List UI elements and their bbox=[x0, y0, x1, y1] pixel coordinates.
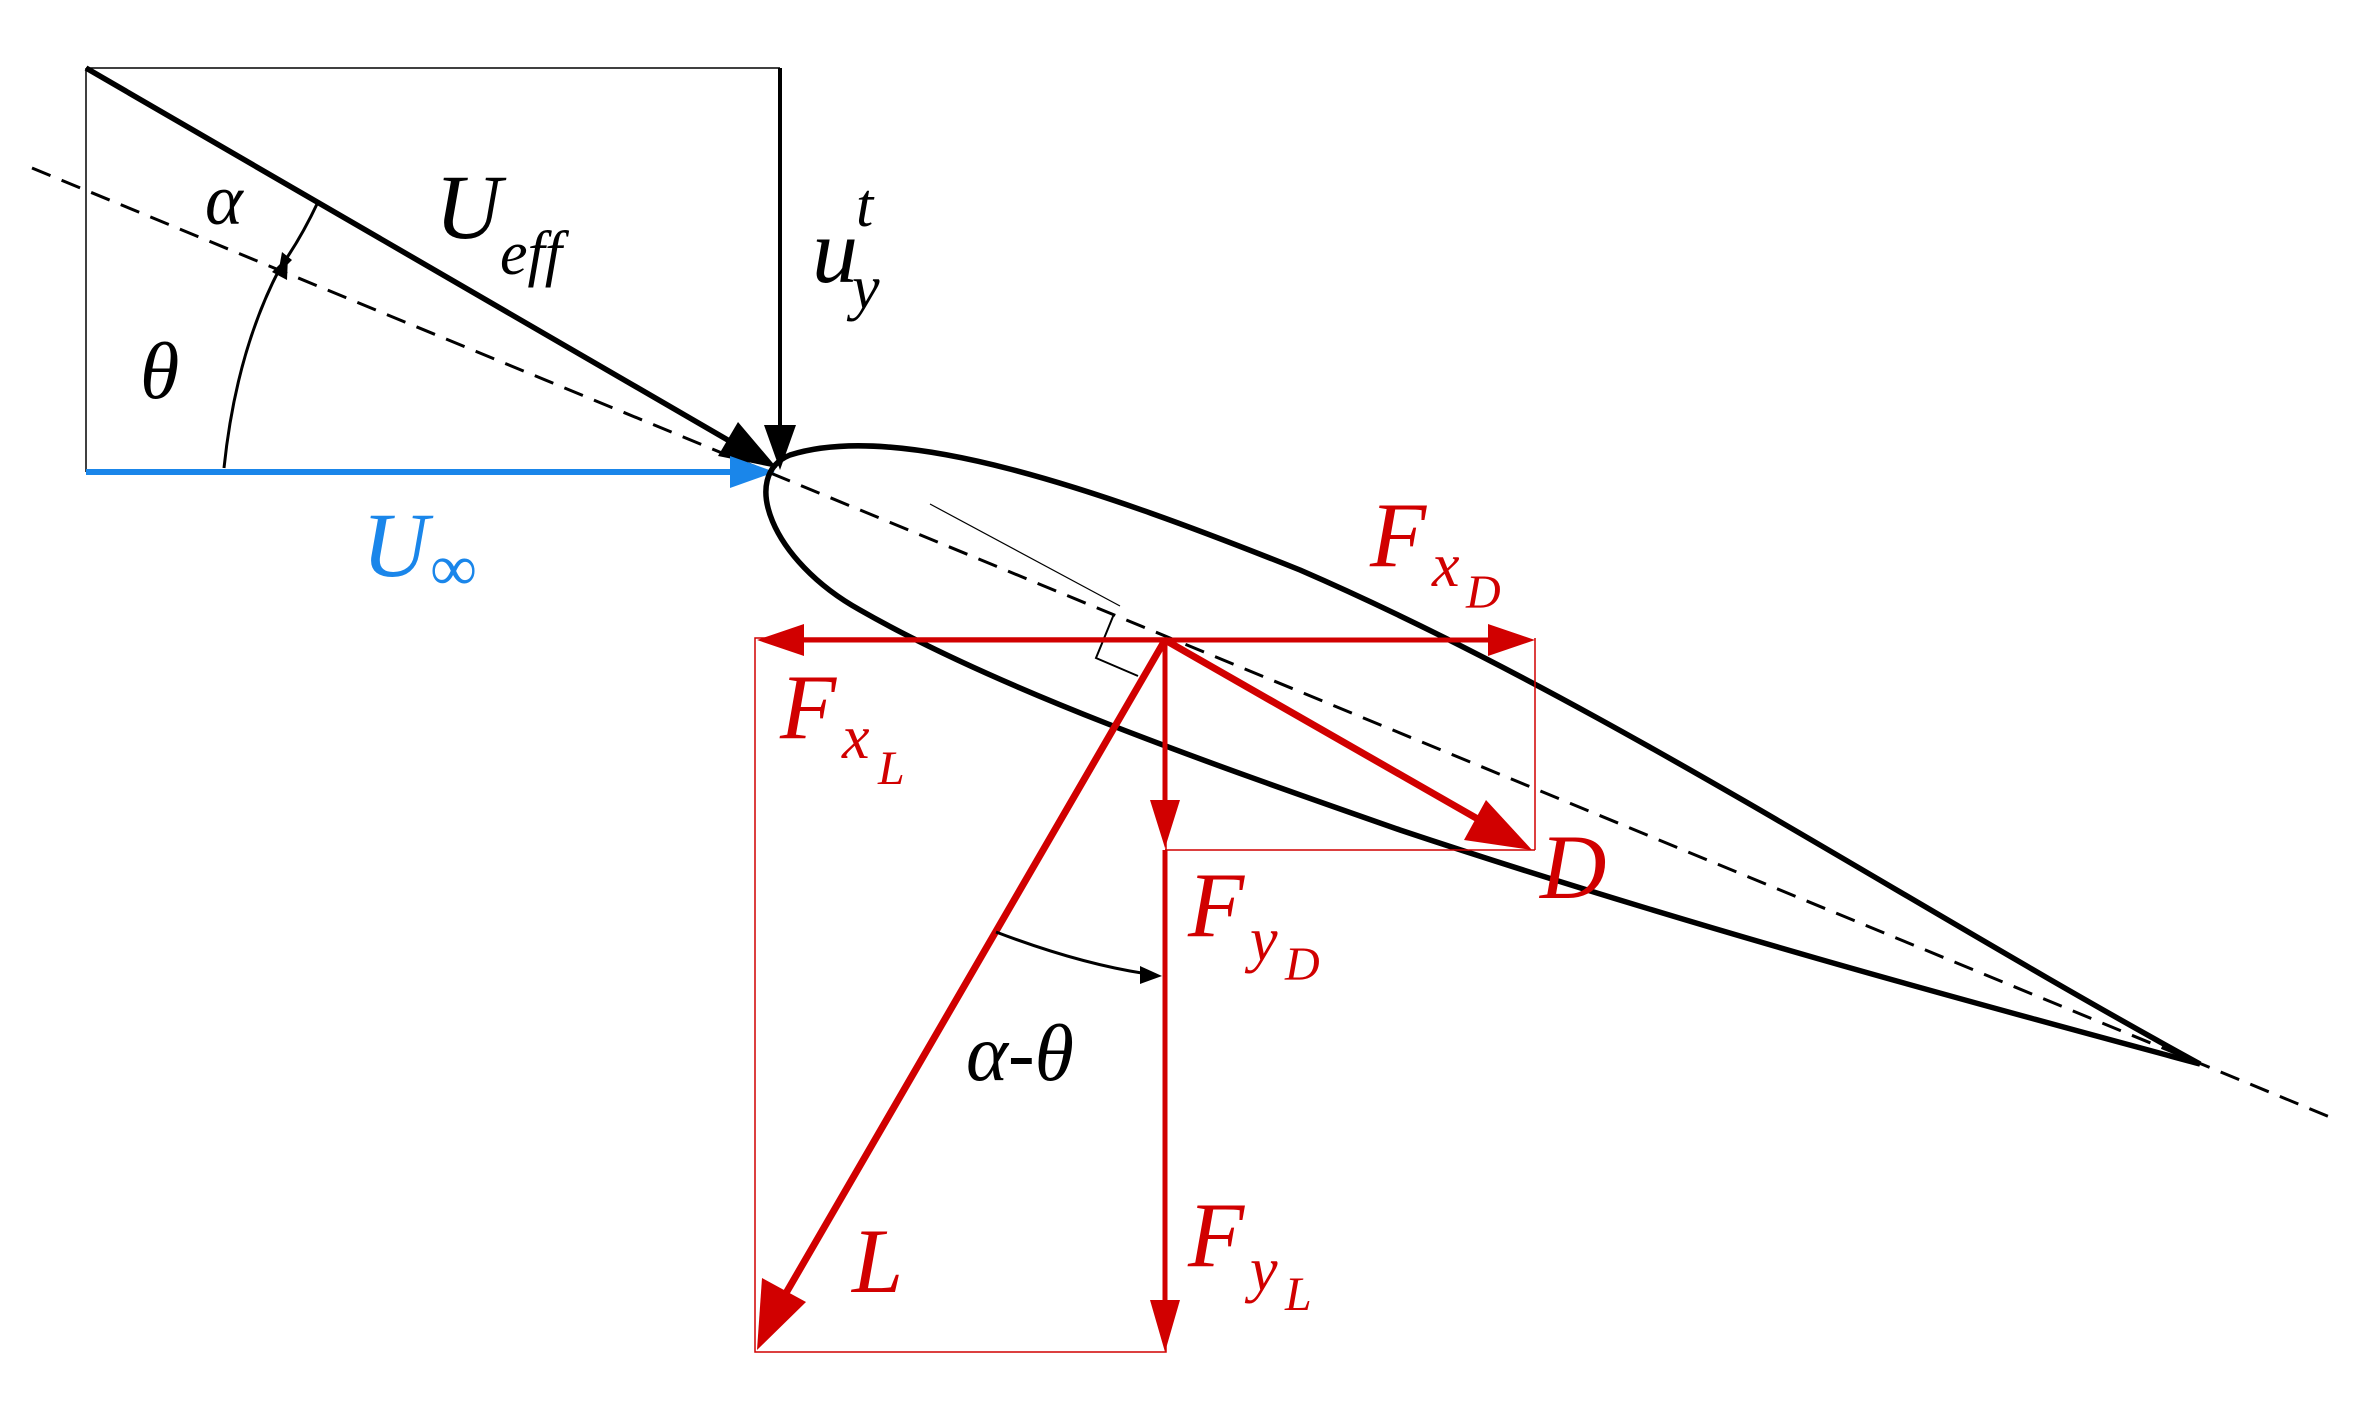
label-alpha: α bbox=[205, 160, 244, 240]
airfoil-outline bbox=[763, 443, 2202, 1067]
label-u-inf: U∞ bbox=[362, 494, 477, 605]
right-angle-marker bbox=[1094, 613, 1139, 677]
velocity-box bbox=[85, 67, 780, 472]
label-u-y: uyt bbox=[812, 172, 880, 322]
u-inf-arrow bbox=[86, 456, 775, 488]
u-eff-arrow bbox=[84, 65, 777, 468]
pressure-center-line bbox=[929, 503, 1121, 607]
lift-arrow bbox=[757, 638, 1169, 1350]
label-alpha-minus-theta: α-θ bbox=[966, 1010, 1074, 1098]
alpha-arc bbox=[278, 201, 320, 274]
label-lift: L bbox=[850, 1210, 903, 1312]
label-u-eff: Ueff bbox=[435, 156, 570, 288]
label-theta: θ bbox=[140, 328, 179, 416]
label-drag: D bbox=[1538, 816, 1606, 918]
u-y-arrow bbox=[764, 68, 796, 470]
fx-arrows bbox=[757, 624, 1535, 656]
chord-line bbox=[31, 166, 2338, 1122]
fy-arrows bbox=[1150, 640, 1180, 1352]
theta-arc bbox=[222, 256, 288, 469]
drag-arrow bbox=[1163, 636, 1532, 850]
alpha-theta-arc bbox=[995, 930, 1162, 984]
